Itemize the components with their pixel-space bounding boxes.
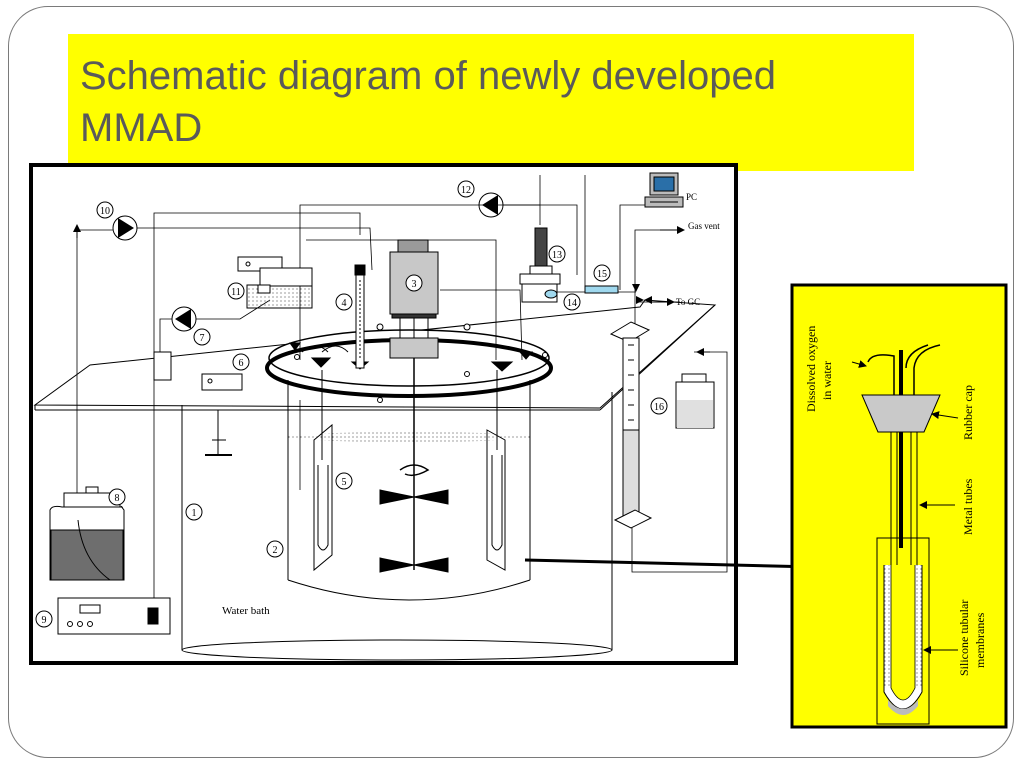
valves: [632, 284, 652, 304]
to-gc-label: To GC: [676, 297, 700, 307]
silicone-label-2: membranes: [973, 612, 987, 668]
label-10: 10: [100, 206, 110, 217]
controller-9: [57, 597, 171, 635]
dissolved-oxygen-label-2: in water: [820, 361, 834, 400]
silicone-label-1: Silicone tubular: [957, 600, 971, 676]
stand: [205, 410, 232, 456]
label-14: 14: [567, 298, 577, 309]
label-7: 7: [200, 333, 205, 344]
main-diagram-frame: [29, 163, 738, 665]
water-bath-label: Water bath: [222, 605, 270, 617]
label-1: 1: [192, 508, 197, 519]
pc-icon: [644, 172, 684, 208]
label-2: 2: [273, 545, 278, 556]
pump-7: [171, 306, 197, 332]
label-12: 12: [461, 185, 471, 196]
dosing-device-11: [237, 256, 313, 309]
label-6: 6: [239, 358, 244, 369]
gas-burette: [609, 321, 653, 529]
pc-label: PC: [686, 192, 697, 202]
membrane-modules: [313, 370, 506, 572]
label-13: 13: [552, 250, 562, 261]
dissolved-oxygen-label-1: Dissolved oxygen: [804, 326, 818, 412]
device-14: [521, 283, 558, 303]
pump-10: [112, 215, 138, 241]
gas-vent-label: Gas vent: [688, 221, 720, 231]
label-16: 16: [654, 402, 664, 413]
label-8: 8: [115, 493, 120, 504]
label-15: 15: [597, 269, 607, 280]
tubing: [76, 175, 728, 598]
label-11: 11: [231, 287, 241, 298]
controller-6: [201, 373, 243, 391]
label-4: 4: [342, 298, 347, 309]
reservoir-8: [49, 486, 125, 581]
feed-bottle: [153, 351, 172, 381]
stirrer: [379, 355, 449, 573]
device-15: [584, 285, 619, 294]
rubber-cap-label: Rubber cap: [961, 385, 975, 440]
slide-title: Schematic diagram of newly developed MMA…: [80, 54, 776, 150]
label-5: 5: [342, 477, 347, 488]
slide-frame: [8, 6, 1014, 758]
stirrer-motor: [389, 239, 439, 359]
metal-tubes-label: Metal tubes: [961, 478, 975, 535]
label-3: 3: [412, 279, 417, 290]
water-bath: [181, 392, 613, 661]
label-9: 9: [42, 615, 47, 626]
component-numbers: 1 2 3 4 5 6 7 8 9 10 11 12 13 14 15 16: [35, 180, 668, 628]
membrane-detail-panel: Dissolved oxygen in water Rubber cap Met…: [790, 283, 1008, 729]
bottle-16: [675, 373, 715, 429]
title-box: [68, 34, 914, 171]
electrode: [354, 264, 366, 369]
